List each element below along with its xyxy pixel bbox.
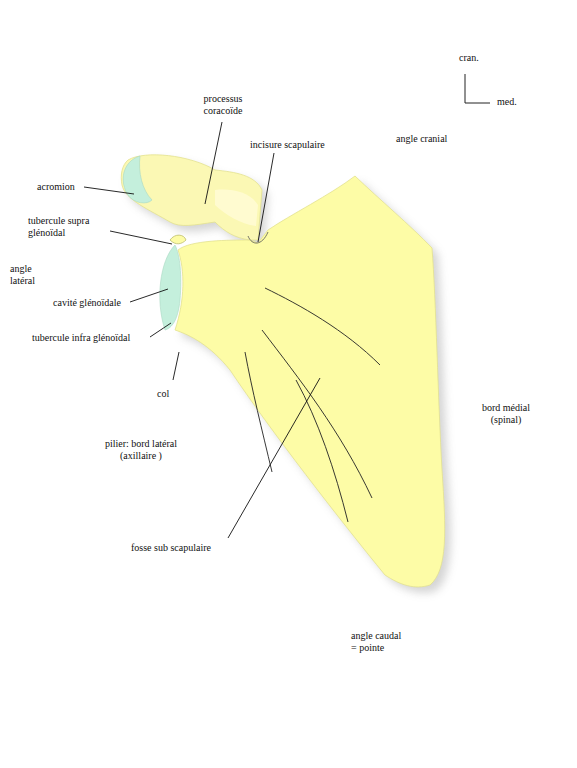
coracoid-highlight [215, 190, 258, 226]
leader-line [258, 153, 274, 242]
supraglenoid-tubercle [170, 235, 186, 244]
subscapular-ridges [245, 288, 380, 522]
coracoid-acromion [121, 155, 262, 240]
anatomy-label: cran. [459, 52, 479, 64]
leader-line [150, 323, 171, 337]
anatomy-label: processus coracoïde [190, 93, 256, 117]
leader-line [173, 352, 179, 380]
leader-line [205, 122, 222, 204]
leader-line [84, 187, 134, 194]
anatomy-label: med. [497, 96, 517, 108]
anatomy-label: angle cranial [396, 133, 447, 145]
anatomy-label: cavité glénoïdale [53, 297, 121, 309]
leader-line [228, 378, 320, 538]
anatomy-label: angle caudal = pointe [351, 630, 405, 654]
anatomy-label: tubercule supra glénoïdal [28, 215, 96, 239]
leader-lines [84, 122, 320, 538]
anatomy-label: pilier: bord latéral (axillaire ) [86, 438, 196, 462]
leader-line [130, 289, 168, 302]
anatomy-label: fosse sub scapulaire [131, 542, 211, 554]
anatomy-label: incisure scapulaire [250, 139, 325, 151]
shadow [127, 161, 450, 593]
leader-line [110, 231, 172, 244]
anatomy-label: acromion [37, 181, 75, 193]
anatomy-label: tubercule infra glénoïdal [32, 332, 130, 344]
anatomy-label: angle latéral [10, 263, 48, 287]
glenoid-cavity [160, 245, 181, 330]
anatomy-label: bord médial (spinal) [470, 402, 542, 426]
acromion-cap [123, 156, 152, 203]
scapula-body [175, 176, 445, 587]
anatomy-label: col [157, 388, 169, 400]
orientation-axes [465, 74, 490, 103]
